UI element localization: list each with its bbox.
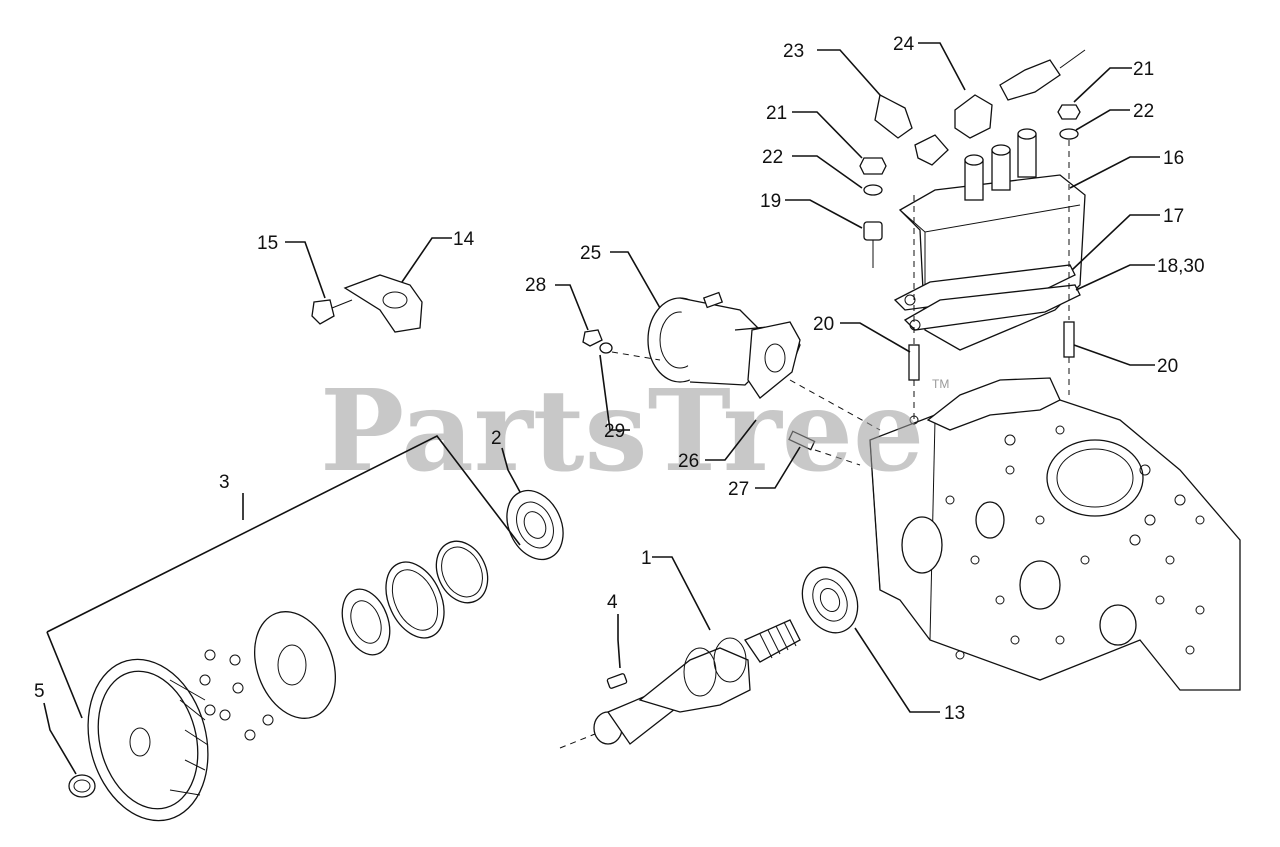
callout-24: 24 bbox=[893, 34, 915, 55]
snap-ring-5 bbox=[68, 774, 96, 798]
callout-3: 3 bbox=[219, 472, 230, 493]
camshaft bbox=[559, 619, 801, 749]
nut-21-right bbox=[1057, 104, 1081, 120]
screw-15 bbox=[311, 299, 353, 325]
partstree-watermark: PartsTree TM bbox=[320, 366, 949, 497]
callout-20-left: 20 bbox=[813, 314, 834, 335]
callout-26: 26 bbox=[678, 451, 699, 472]
stud-27 bbox=[788, 430, 816, 451]
callout-1: 1 bbox=[641, 548, 652, 569]
callout-22-right: 22 bbox=[1133, 101, 1154, 122]
bolt-19 bbox=[863, 221, 883, 268]
watermark-trademark: TM bbox=[932, 377, 949, 391]
callout-28: 28 bbox=[525, 275, 546, 296]
callout-17: 17 bbox=[1163, 206, 1184, 227]
injection-pump bbox=[893, 128, 1086, 351]
lever-14 bbox=[343, 274, 423, 333]
gear-assembly bbox=[87, 540, 489, 822]
washer-22-left bbox=[863, 184, 883, 196]
callout-2: 2 bbox=[491, 428, 502, 449]
callout-16: 16 bbox=[1163, 148, 1184, 169]
bolt-28 bbox=[582, 329, 603, 347]
engine-block bbox=[869, 377, 1241, 691]
key-4 bbox=[606, 673, 628, 689]
nut-21-left bbox=[859, 157, 887, 175]
leader-lines bbox=[43, 42, 1160, 775]
callout-14: 14 bbox=[453, 229, 475, 250]
callout-21-right: 21 bbox=[1133, 59, 1154, 80]
callout-27: 27 bbox=[728, 479, 749, 500]
delivery-valve-23 bbox=[874, 94, 949, 166]
stud-left bbox=[908, 344, 920, 425]
callout-21-left: 21 bbox=[766, 103, 787, 124]
watermark-text: PartsTree bbox=[320, 366, 924, 497]
callout-23: 23 bbox=[783, 41, 804, 62]
fitting-24 bbox=[954, 49, 1086, 139]
stud-right bbox=[1063, 321, 1075, 395]
callout-29: 29 bbox=[604, 421, 625, 442]
washer-22-right bbox=[1059, 128, 1079, 140]
callout-20-right: 20 bbox=[1157, 356, 1178, 377]
bearing-2 bbox=[506, 489, 564, 561]
callouts: 23 24 21 21 22 22 16 19 17 15 14 25 18,3… bbox=[34, 34, 1205, 724]
callout-5: 5 bbox=[34, 681, 45, 702]
callout-13: 13 bbox=[944, 703, 965, 724]
callout-25: 25 bbox=[580, 243, 601, 264]
washer-29 bbox=[599, 342, 613, 354]
callout-19: 19 bbox=[760, 191, 781, 212]
callout-22-left: 22 bbox=[762, 147, 783, 168]
gasket-26 bbox=[747, 321, 801, 399]
callout-4: 4 bbox=[607, 592, 618, 613]
bearing-13 bbox=[801, 566, 859, 634]
callout-18-30: 18,30 bbox=[1157, 256, 1205, 277]
callout-15: 15 bbox=[257, 233, 278, 254]
